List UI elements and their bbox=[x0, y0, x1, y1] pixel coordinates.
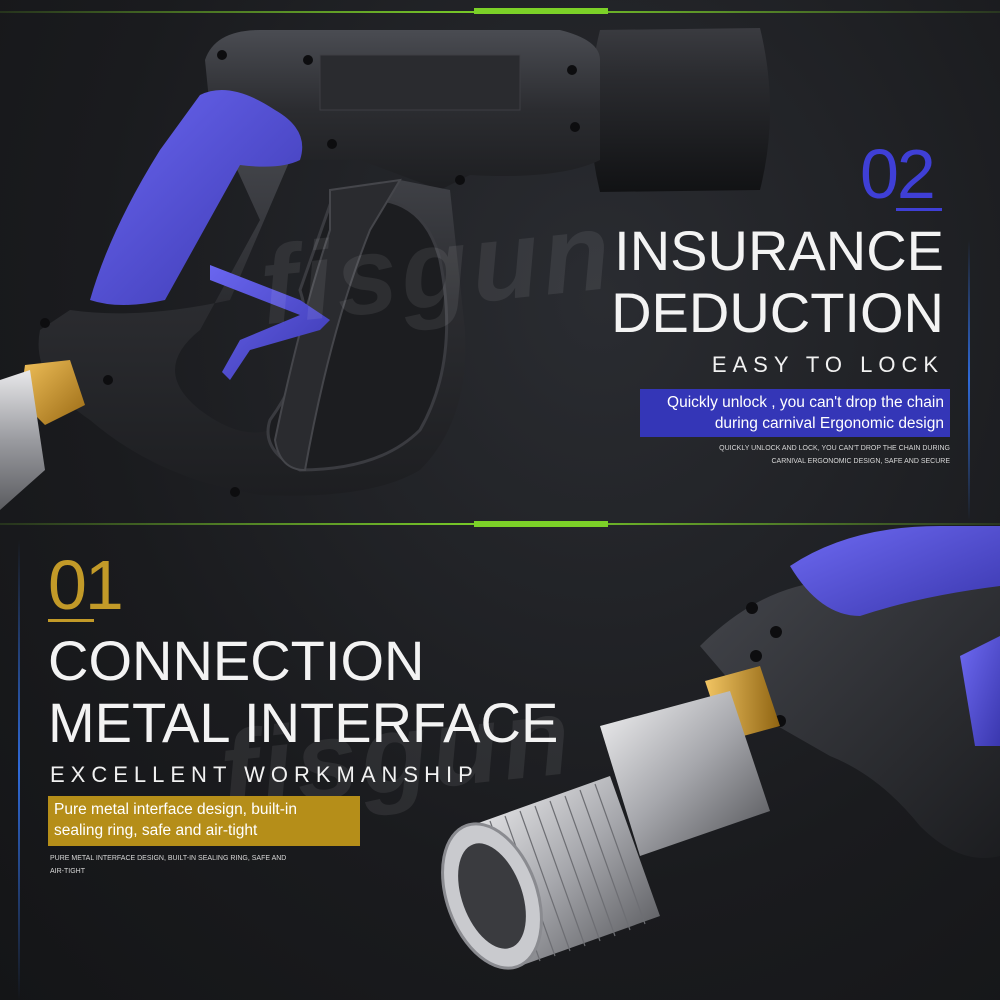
highlight-line-1: Pure metal interface design, built-in bbox=[54, 801, 297, 818]
highlight-box: Quickly unlock , you can't drop the chai… bbox=[640, 389, 950, 437]
fine-print: PURE METAL INTERFACE DESIGN, BUILT-IN SE… bbox=[50, 852, 290, 878]
highlight-box: Pure metal interface design, built-in se… bbox=[48, 796, 360, 846]
spray-gun-image bbox=[0, 28, 770, 510]
highlight-line-2: during carnival Ergonomic design bbox=[714, 415, 944, 432]
top-feature-panel: fisgun 02 INSURANCE DEDUCTION EASY TO LO… bbox=[0, 28, 950, 510]
middle-green-tab bbox=[474, 521, 608, 527]
section-number-underline bbox=[48, 619, 94, 622]
section-number-underline bbox=[896, 208, 942, 211]
quick-connector-image bbox=[441, 526, 1000, 970]
section-number: 01 bbox=[48, 546, 124, 624]
fine-print-line-2: AIR-TIGHT bbox=[50, 868, 85, 875]
left-accent-line bbox=[18, 540, 20, 1000]
fine-print-line-2: CARNIVAL ERGONOMIC DESIGN, SAFE AND SECU… bbox=[771, 458, 950, 465]
title-line-1: INSURANCE bbox=[614, 219, 944, 282]
top-green-tab bbox=[474, 8, 608, 14]
title-line-1: CONNECTION bbox=[48, 629, 425, 692]
section-subtitle: EASY TO LOCK bbox=[711, 352, 944, 377]
highlight-line-2: sealing ring, safe and air-tight bbox=[54, 822, 258, 839]
title-line-2: DEDUCTION bbox=[611, 281, 944, 344]
highlight-line-1: Quickly unlock , you can't drop the chai… bbox=[667, 394, 944, 411]
section-number: 02 bbox=[860, 134, 942, 214]
section-title: CONNECTION METAL INTERFACE bbox=[48, 630, 558, 754]
right-accent-line bbox=[968, 240, 970, 520]
section-title: INSURANCE DEDUCTION bbox=[611, 220, 944, 344]
fine-print-line-1: PURE METAL INTERFACE DESIGN, BUILT-IN SE… bbox=[50, 855, 287, 862]
fine-print-line-1: QUICKLY UNLOCK AND LOCK, YOU CAN'T DROP … bbox=[719, 445, 950, 452]
bottom-feature-panel: fisgun 01 CONNECTION METAL INTERFACE EXC… bbox=[0, 526, 1000, 1000]
section-subtitle: EXCELLENT WORKMANSHIP bbox=[50, 762, 479, 787]
title-line-2: METAL INTERFACE bbox=[48, 691, 559, 754]
fine-print: QUICKLY UNLOCK AND LOCK, YOU CAN'T DROP … bbox=[700, 442, 950, 468]
